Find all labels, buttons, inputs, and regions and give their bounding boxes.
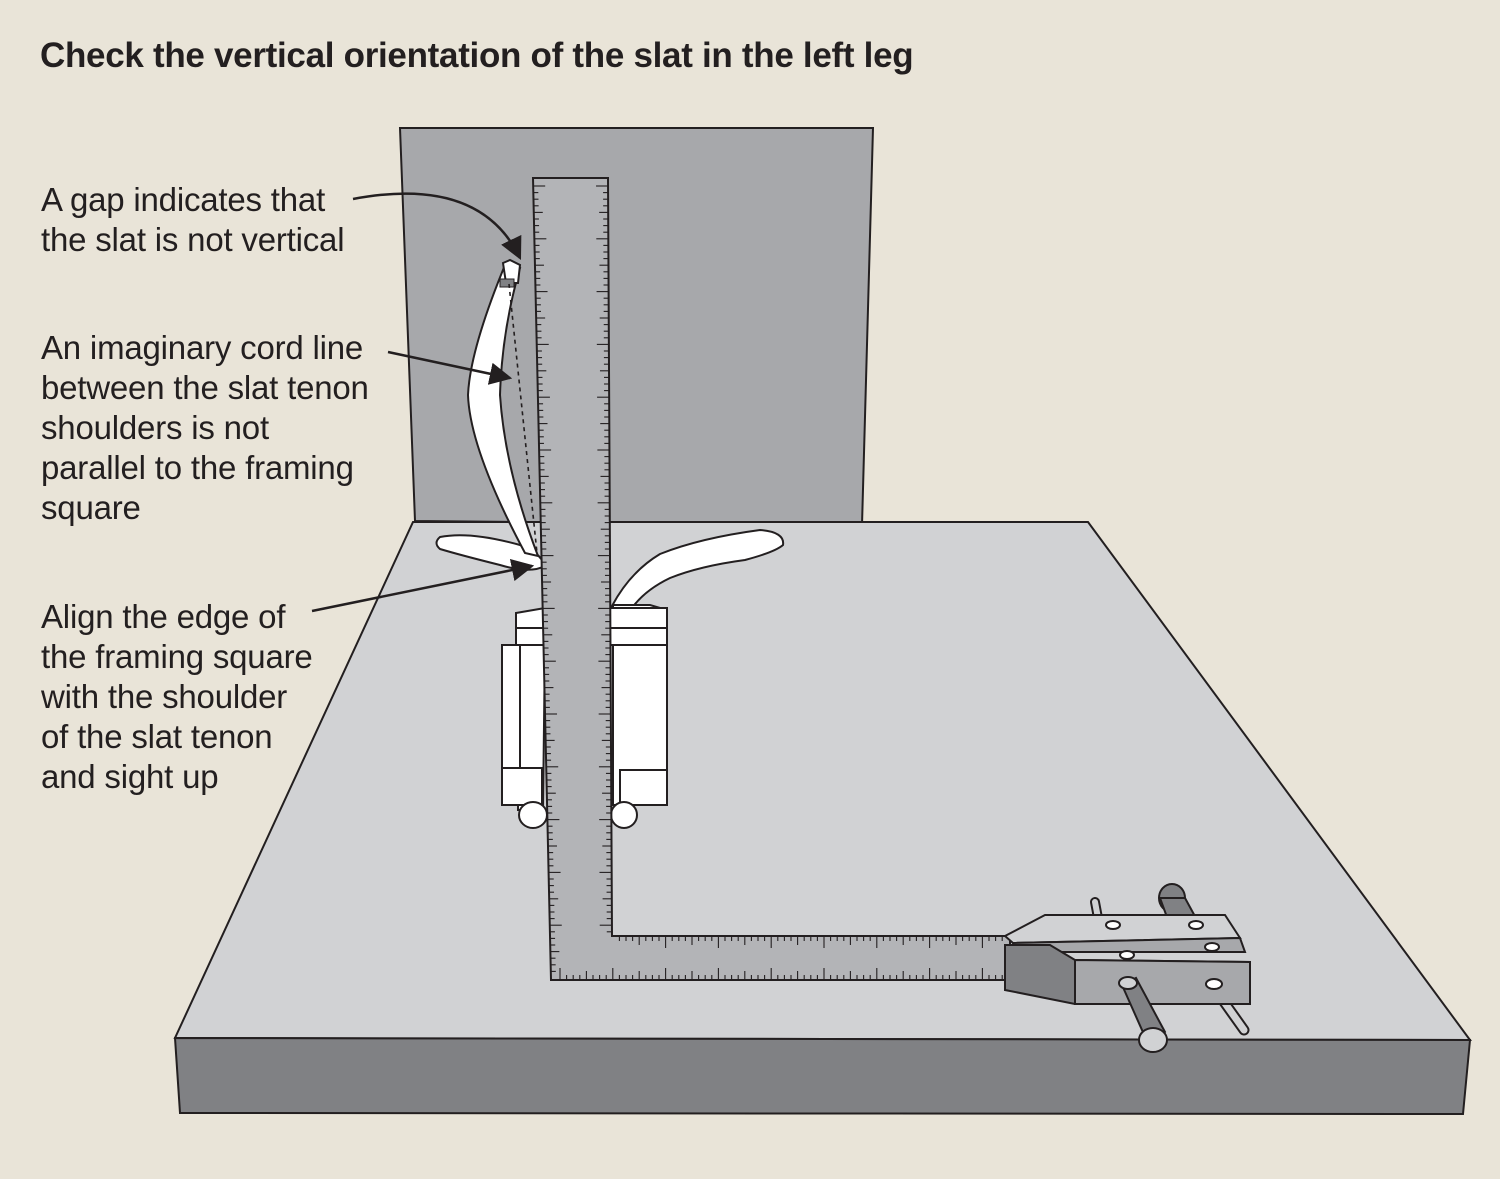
leader-arrows — [311, 192, 535, 613]
leader-align-edge — [311, 559, 535, 613]
right-post — [612, 604, 668, 806]
leader-gap — [352, 192, 522, 261]
callout-line: of the slat tenon — [41, 718, 273, 755]
callout-line: and sight up — [41, 758, 219, 795]
callout-line: the slat is not vertical — [41, 221, 345, 258]
slat-tenon-shoulder — [499, 278, 515, 288]
callout-line: shoulders is not — [41, 409, 269, 446]
callout-line: square — [41, 489, 141, 526]
callout-line: A gap indicates that — [41, 181, 326, 218]
callout-cord-line: An imaginary cord line between the slat … — [41, 328, 369, 528]
leader-cord-line — [387, 350, 513, 385]
left-post-end — [518, 801, 548, 829]
back-board — [398, 127, 875, 527]
callout-line: An imaginary cord line — [41, 329, 364, 366]
clamp — [1003, 883, 1251, 1053]
callout-gap: A gap indicates that the slat is not ver… — [41, 180, 345, 260]
callout-line: with the shoulder — [41, 678, 288, 715]
right-curved-part — [610, 528, 785, 610]
callout-line: parallel to the framing — [41, 449, 354, 486]
chair-leg-assembly — [435, 258, 785, 829]
work-table — [173, 521, 1472, 1116]
callout-align-edge: Align the edge of the framing square wit… — [41, 597, 313, 797]
diagram-title: Check the vertical orientation of the sl… — [40, 36, 914, 75]
callout-line: the framing square — [41, 638, 313, 675]
callout-line: Align the edge of — [41, 598, 286, 635]
left-block — [501, 767, 543, 806]
right-post-end — [610, 801, 638, 829]
curved-slat — [466, 263, 540, 558]
callout-line: between the slat tenon — [41, 369, 369, 406]
cord-line — [508, 283, 538, 554]
square-tick-marks — [533, 185, 1003, 980]
right-block — [619, 769, 668, 806]
